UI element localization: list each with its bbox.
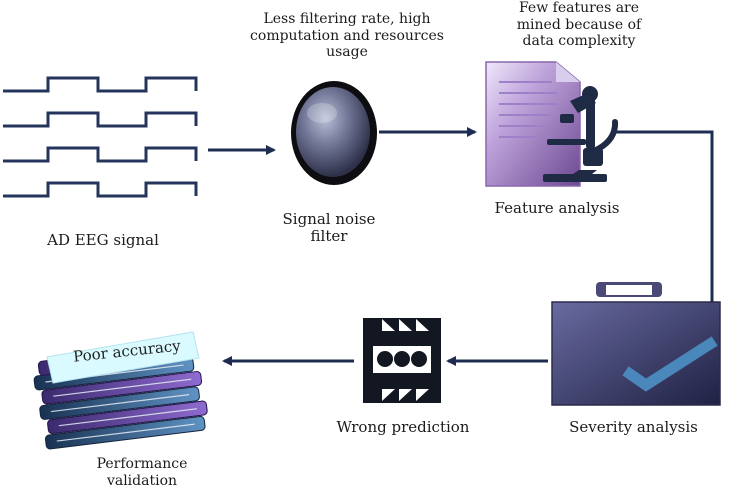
- wrong-prediction-icon: [363, 318, 441, 403]
- severity-analysis-label: Severity analysis: [569, 418, 698, 436]
- wrong-prediction-label: Wrong prediction: [336, 418, 470, 436]
- feature-issue-text: Few features are mined because of data c…: [516, 0, 642, 50]
- performance-validation-label: Performance validation: [96, 456, 188, 489]
- arrow-feature-to-severity: [614, 130, 714, 316]
- severity-analysis-icon: [551, 282, 721, 406]
- feature-analysis-icon: [485, 61, 619, 187]
- signal-noise-filter-icon: [291, 81, 377, 185]
- performance-validation-icon: [33, 331, 208, 450]
- eeg-signal-icon: [3, 76, 198, 198]
- feature-analysis-label: Feature analysis: [494, 199, 620, 217]
- filter-issue-text: Less filtering rate, high computation an…: [250, 11, 444, 61]
- signal-noise-filter-label: Signal noise filter: [282, 210, 376, 246]
- ad-eeg-signal-label: AD EEG signal: [47, 231, 159, 249]
